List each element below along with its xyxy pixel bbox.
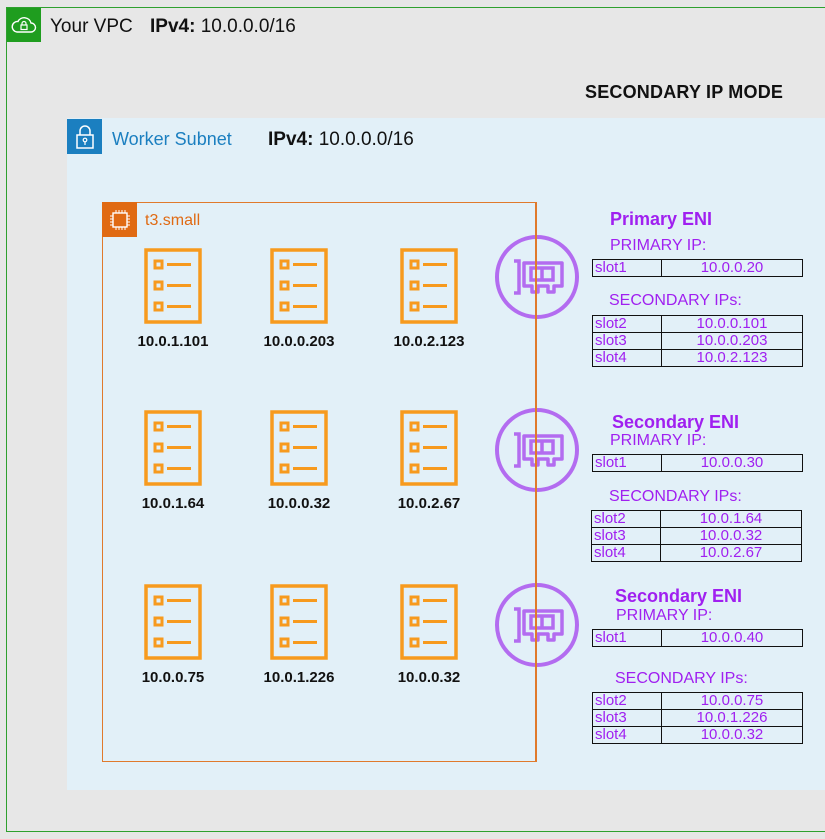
pod-ip: 10.0.2.67 [397, 495, 461, 512]
pod: 10.0.1.64 [123, 409, 223, 512]
pod: 10.0.0.75 [123, 583, 223, 686]
subnet-name: Worker Subnet [112, 129, 232, 149]
ip-cell: 10.0.0.203 [661, 332, 803, 350]
padlock-icon [75, 124, 94, 149]
vpc-badge [7, 8, 41, 42]
eni-secondary-label: SECONDARY IPs: [609, 292, 742, 309]
slot-cell: slot3 [591, 527, 661, 545]
slot-cell: slot1 [592, 454, 662, 472]
eni-primary-label: PRIMARY IP: [610, 237, 707, 254]
eni-primary-table: slot1 10.0.0.30 [592, 454, 803, 472]
pod: 10.0.0.203 [249, 247, 349, 350]
ip-cell: 10.0.0.101 [661, 315, 803, 333]
pod-ip: 10.0.1.101 [137, 333, 209, 350]
pod-document-icon [270, 584, 328, 660]
slot-cell: slot2 [592, 692, 662, 710]
ip-cell: 10.0.1.226 [661, 709, 803, 727]
pod: 10.0.2.67 [379, 409, 479, 512]
vpc-ipv4-value: 10.0.0.0/16 [200, 16, 296, 37]
pod: 10.0.1.226 [249, 583, 349, 686]
pod: 10.0.1.101 [123, 247, 223, 350]
eni-title: Primary ENI [610, 209, 713, 229]
pod-document-icon [400, 584, 458, 660]
eni-primary-label: PRIMARY IP: [616, 607, 713, 624]
pod-ip: 10.0.0.203 [263, 333, 335, 350]
pod-document-icon [400, 248, 458, 324]
mode-title: SECONDARY IP MODE [585, 82, 784, 102]
ip-cell: 10.0.1.64 [660, 510, 802, 528]
pod-ip: 10.0.2.123 [393, 333, 465, 350]
ec2-instance: t3.small [102, 202, 537, 762]
ip-cell: 10.0.0.30 [661, 454, 803, 472]
ip-cell: 10.0.2.123 [661, 349, 803, 367]
cloud-lock-icon [11, 17, 37, 33]
slot-cell: slot4 [592, 349, 662, 367]
eni-title: Secondary ENI [615, 586, 743, 606]
slot-cell: slot1 [592, 629, 662, 647]
slot-cell: slot2 [591, 510, 661, 528]
eni-primary-table: slot1 10.0.0.20 [592, 259, 803, 277]
instance-type: t3.small [145, 212, 201, 229]
pod: 10.0.0.32 [249, 409, 349, 512]
pod-document-icon [400, 410, 458, 486]
vpc-title: Your VPC IPv4: 10.0.0.0/16 [50, 16, 296, 38]
ip-cell: 10.0.0.20 [661, 259, 803, 277]
slot-cell: slot3 [592, 332, 662, 350]
table-row: slot1 10.0.0.30 [592, 454, 803, 472]
pod-ip: 10.0.1.64 [141, 495, 205, 512]
network-interface-icon [495, 235, 579, 319]
ip-cell: 10.0.0.32 [660, 527, 802, 545]
pod-ip: 10.0.0.32 [267, 495, 331, 512]
subnet-ipv4: IPv4: 10.0.0.0/16 [268, 129, 414, 151]
ip-cell: 10.0.0.32 [661, 726, 803, 744]
table-row: slot1 10.0.0.20 [592, 259, 803, 277]
subnet-badge [67, 119, 102, 154]
eni-primary-label: PRIMARY IP: [610, 432, 707, 449]
chip-icon [109, 209, 130, 230]
eni-secondary-label: SECONDARY IPs: [609, 488, 742, 505]
slot-cell: slot2 [592, 315, 662, 333]
instance-border-right [535, 202, 537, 762]
eni-secondary-label: SECONDARY IPs: [615, 670, 748, 687]
slot-cell: slot4 [592, 726, 662, 744]
ip-cell: 10.0.2.67 [660, 544, 802, 562]
network-interface-icon [495, 408, 579, 492]
pod-document-icon [144, 410, 202, 486]
subnet-ipv4-value: 10.0.0.0/16 [318, 129, 414, 150]
pod-document-icon [144, 248, 202, 324]
pod-ip: 10.0.1.226 [263, 669, 335, 686]
pod-document-icon [144, 584, 202, 660]
pod: 10.0.2.123 [379, 247, 479, 350]
vpc-label: Your VPC [50, 16, 133, 37]
network-interface-icon [495, 583, 579, 667]
slot-cell: slot1 [592, 259, 662, 277]
pod-document-icon [270, 248, 328, 324]
ip-cell: 10.0.0.75 [661, 692, 803, 710]
vpc-ipv4-label: IPv4: [150, 16, 196, 37]
eni-title: Secondary ENI [612, 412, 740, 432]
pod-document-icon [270, 410, 328, 486]
pod: 10.0.0.32 [379, 583, 479, 686]
table-row: slot1 10.0.0.40 [592, 629, 803, 647]
slot-cell: slot3 [592, 709, 662, 727]
subnet-ipv4-label: IPv4: [268, 129, 314, 150]
ip-cell: 10.0.0.40 [661, 629, 803, 647]
pod-ip: 10.0.0.32 [397, 669, 461, 686]
eni-primary-table: slot1 10.0.0.40 [592, 629, 803, 647]
slot-cell: slot4 [591, 544, 661, 562]
pod-ip: 10.0.0.75 [141, 669, 205, 686]
instance-badge [102, 202, 137, 237]
